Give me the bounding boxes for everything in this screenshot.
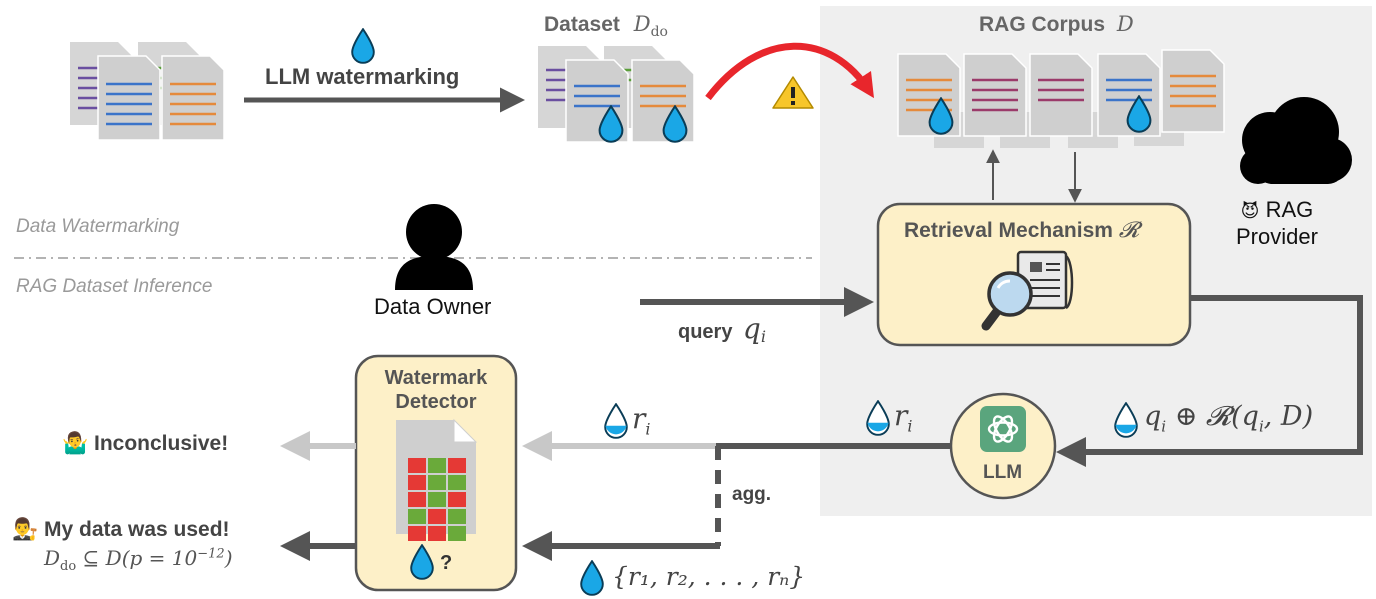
detector-line2: Detector — [395, 391, 477, 413]
aggregated-set: {r₁, r₂, . . . , rₙ} — [612, 562, 806, 591]
rag-provider-label: 😈 RAG Provider — [1236, 197, 1318, 250]
detector-token-grid — [408, 458, 466, 541]
response-label-llm: ri — [894, 399, 913, 436]
document-search-icon — [981, 250, 1074, 331]
watermark-drop-icon — [351, 28, 375, 64]
dataset-label: Dataset — [544, 13, 620, 36]
detector-question: ? — [440, 552, 453, 574]
rag-corpus-documents — [897, 49, 1225, 148]
response-label-detector: ri — [632, 402, 651, 439]
context-q: q — [1144, 401, 1162, 432]
query-subscript: i — [760, 327, 766, 347]
section-label-data-watermarking: Data Watermarking — [16, 216, 180, 237]
context-route-arrow — [1056, 295, 1363, 467]
section-label-rag-inference: RAG Dataset Inference — [16, 276, 213, 297]
response-symbol: r — [632, 402, 646, 435]
token-cell — [448, 509, 466, 524]
query-label: query — [678, 321, 733, 343]
openai-icon — [980, 406, 1026, 452]
query-symbol: q — [742, 312, 761, 345]
retrieval-label: Retrieval Mechanism — [904, 219, 1113, 242]
token-cell — [428, 509, 446, 524]
rag-provider-line2: Provider — [1236, 224, 1318, 249]
token-cell — [408, 509, 426, 524]
token-cell — [408, 492, 426, 507]
dataset-title: Dataset Ddo — [544, 12, 668, 40]
context-rest: ⊕ 𝓡(q — [1166, 401, 1259, 432]
formula-rest: ⊆ D(p = 10 — [76, 546, 198, 570]
detector-line1: Watermark — [384, 367, 488, 389]
inconclusive-label: Inconclusive! — [94, 432, 229, 455]
response-drop-icon — [604, 403, 628, 439]
token-cell — [408, 475, 426, 490]
retrieval-symbol: 𝓡 — [1118, 218, 1140, 243]
data-owner-icon — [395, 204, 473, 290]
shrug-icon: 🤷‍♂️ — [62, 432, 89, 455]
token-cell — [448, 492, 466, 507]
token-cell — [448, 526, 466, 541]
watermarked-dataset-documents — [538, 46, 695, 143]
doc-orange — [161, 55, 225, 141]
inference-formula: Ddo ⊆ D(p = 10−12) — [44, 546, 233, 574]
token-cell — [428, 475, 446, 490]
context-q-sub: i — [1161, 417, 1167, 436]
data-owner-label: Data Owner — [374, 294, 492, 319]
response-subscript: i — [907, 416, 913, 436]
rag-provider-line1: RAG — [1265, 197, 1314, 222]
dataset-subscript: do — [650, 24, 668, 41]
formula-sub: do — [60, 559, 77, 574]
token-cell — [408, 458, 426, 473]
retrieval-title: Retrieval Mechanism 𝓡 — [904, 218, 1139, 243]
formula-exp: −12 — [197, 546, 225, 562]
warning-icon — [772, 76, 814, 109]
response-subscript: i — [645, 419, 651, 439]
aggregated-drop-icon — [580, 560, 604, 596]
response-symbol: r — [894, 399, 908, 432]
context-end: , D) — [1263, 401, 1314, 432]
token-cell — [428, 526, 446, 541]
token-cell — [448, 475, 466, 490]
data-used-outcome: 👨‍⚖️ My data was used! — [12, 518, 230, 542]
injection-red-arrow — [705, 42, 874, 101]
data-used-label: My data was used! — [44, 518, 230, 541]
rag-corpus-label: RAG Corpus — [979, 13, 1105, 36]
token-cell — [428, 492, 446, 507]
source-documents — [70, 42, 225, 141]
query-text: query qi — [678, 312, 766, 346]
context-rest-sub: i — [1258, 417, 1264, 436]
aggregation-label: agg. — [732, 484, 772, 505]
detector-title: Watermark Detector — [356, 366, 516, 414]
token-cell — [408, 526, 426, 541]
inconclusive-outcome: 🤷‍♂️ Inconclusive! — [62, 432, 228, 456]
rag-corpus-title: RAG Corpus D — [979, 12, 1134, 37]
judge-icon: 👨‍⚖️ — [12, 518, 39, 541]
formula-end: ) — [224, 546, 233, 570]
token-cell — [428, 458, 446, 473]
rag-corpus-symbol: D — [1116, 12, 1134, 36]
watermarking-label: LLM watermarking — [265, 64, 460, 89]
llm-label: LLM — [983, 462, 1023, 483]
formula-d: D — [44, 546, 61, 570]
doc-blue — [97, 55, 161, 141]
context-formula: qi ⊕ 𝓡(qi, D) — [1144, 401, 1313, 435]
devil-icon: 😈 — [1240, 201, 1260, 221]
cloud-icon — [1240, 97, 1352, 184]
dataset-symbol: D — [633, 12, 651, 36]
token-cell — [448, 458, 466, 473]
